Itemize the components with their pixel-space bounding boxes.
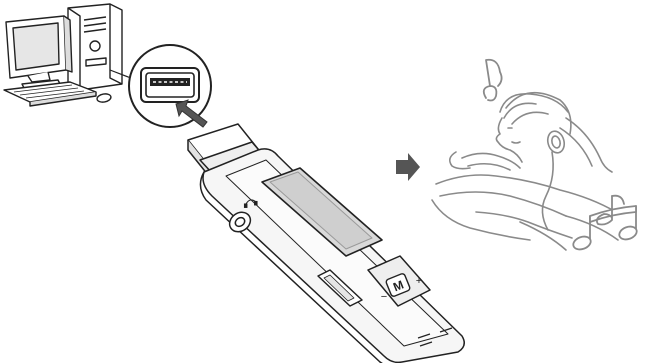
mp3-player-icon bbox=[188, 124, 464, 363]
desktop-computer-icon bbox=[4, 4, 122, 106]
volume-up-label: + bbox=[416, 275, 422, 287]
music-note-icon bbox=[484, 60, 639, 252]
volume-down-label: − bbox=[381, 291, 387, 303]
usb-port-icon bbox=[129, 45, 211, 127]
progress-arrow-icon bbox=[396, 153, 420, 181]
